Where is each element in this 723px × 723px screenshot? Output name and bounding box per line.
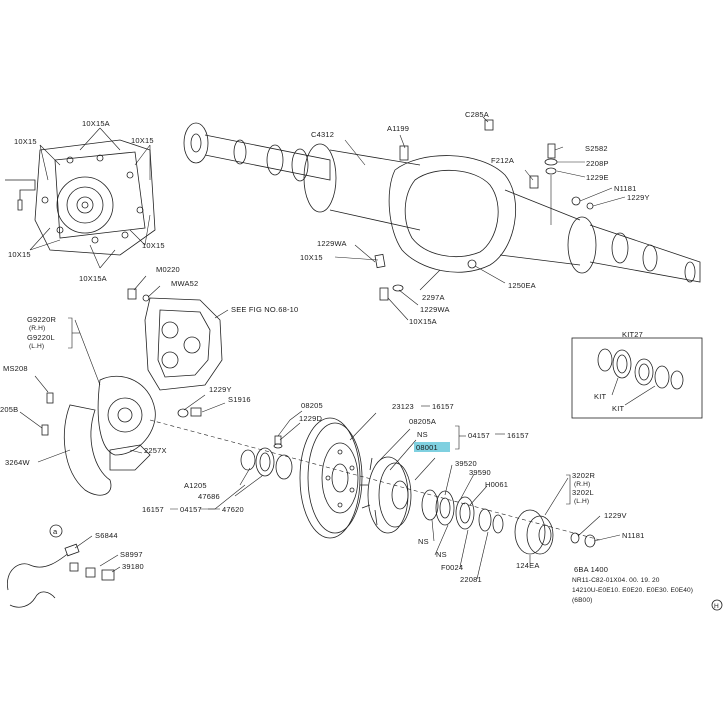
label-kit27: KIT27: [622, 330, 643, 339]
label-f212a: F212A: [491, 156, 514, 165]
note-line-2: 14210U-E0E10. E0E20. E0E30. E0E40): [572, 587, 693, 594]
label-3202l-lh: (L.H): [574, 498, 589, 505]
label-16157-a: 16157: [432, 402, 454, 411]
label-h0061: H0061: [485, 480, 508, 489]
label-1229wa-left: 1229WA: [317, 239, 347, 248]
label-16157-c: 16157: [142, 505, 164, 514]
label-m0220: M0220: [156, 265, 180, 274]
label-39590: 39590: [469, 468, 491, 477]
label-carrier-10x15-br: 10X15: [142, 241, 165, 250]
label-47686: 47686: [198, 492, 220, 501]
label-3202r: 3202R: [572, 471, 595, 480]
label-carrier-10x15a-bot: 10X15A: [79, 274, 107, 283]
label-carrier-10x15-bl: 10X15: [8, 250, 31, 259]
label-a1205: A1205: [184, 481, 207, 490]
label-04157-b: 04157: [180, 505, 202, 514]
corner-mark-label: H: [714, 603, 719, 610]
label-3202l: 3202L: [572, 488, 594, 497]
label-1229wa-bot: 1229WA: [420, 305, 450, 314]
label-6ba-1400: 6BA 1400: [574, 565, 608, 574]
label-mwa52: MWA52: [171, 279, 198, 288]
label-08001: 08001: [416, 443, 438, 452]
label-47620: 47620: [222, 505, 244, 514]
kit27-box: [571, 337, 703, 419]
label-1229d: 1229D: [299, 414, 322, 423]
label-c4312: C4312: [311, 130, 334, 139]
corner-mark-circle: [711, 599, 723, 611]
hub-rotor-bearings-drawing: [149, 410, 621, 580]
label-1229v: 1229V: [604, 511, 627, 520]
label-n1181-bot: N1181: [622, 531, 645, 540]
label-c285a: C285A: [465, 110, 489, 119]
differential-carrier-drawing: [5, 127, 156, 269]
label-group-04157: [455, 425, 505, 450]
label-s1916: S1916: [228, 395, 251, 404]
callout-circle-a: [49, 524, 63, 538]
label-2208p: 2208P: [586, 159, 609, 168]
note-line-1: NR11-C82-01X04. 00. 19. 20: [572, 577, 660, 584]
label-1250ea: 1250EA: [508, 281, 536, 290]
label-22081: 22081: [460, 575, 482, 584]
label-16157-b: 16157: [507, 431, 529, 440]
label-10x15-housing: 10X15: [300, 253, 323, 262]
label-g9220l-lh: (L.H): [29, 343, 44, 350]
label-s8997: S8997: [120, 550, 143, 559]
label-carrier-10x15-tl: 10X15: [14, 137, 37, 146]
label-ns-2: NS: [418, 537, 429, 546]
label-ns-3: NS: [436, 550, 447, 559]
label-carrier-10x15a-top: 10X15A: [82, 119, 110, 128]
label-124ea: 124EA: [516, 561, 540, 570]
label-ms208: MS208: [3, 364, 28, 373]
label-39180: 39180: [122, 562, 144, 571]
label-g9220r: G9220R: [27, 315, 57, 324]
label-n1181-top: N1181: [614, 184, 637, 193]
label-04157: 04157: [468, 431, 490, 440]
label-g9220r-rh: (R.H): [29, 325, 45, 332]
label-10x15a-housing: 10X15A: [409, 317, 437, 326]
label-s2582: S2582: [585, 144, 608, 153]
label-3202r-rh: (R.H): [574, 481, 590, 488]
label-g9220l: G9220L: [27, 333, 55, 342]
label-205b: 205B: [0, 405, 18, 414]
label-39520: 39520: [455, 459, 477, 468]
label-f0024: F0024: [441, 563, 463, 572]
axle-housing-drawing: [183, 116, 701, 321]
label-kit-a: KIT: [594, 392, 606, 401]
label-08205a: 08205A: [409, 417, 436, 426]
highlight-08001: [414, 442, 450, 452]
label-s6844: S6844: [95, 531, 118, 540]
label-2257x: 2257X: [144, 446, 167, 455]
label-2297a: 2297A: [422, 293, 445, 302]
label-23123: 23123: [392, 402, 414, 411]
label-ns-1: NS: [417, 430, 428, 439]
label-group-g9220: [68, 317, 80, 349]
label-1229y-top: 1229Y: [627, 193, 650, 202]
note-line-3: (6B00): [572, 597, 592, 604]
label-kit-b: KIT: [612, 404, 624, 413]
label-see-fig: SEE FIG NO.68-10: [231, 305, 298, 314]
label-a1199: A1199: [387, 124, 409, 133]
label-1229y-mid: 1229Y: [209, 385, 232, 394]
label-carrier-10x15-tr: 10X15: [131, 136, 154, 145]
label-08205: 08205: [301, 401, 323, 410]
caliper-and-backing-plate-drawing: [19, 275, 229, 496]
sensor-harness-drawing: [6, 524, 121, 608]
label-group-3202: [566, 474, 571, 505]
label-circle-a: a: [53, 527, 58, 536]
label-1229e-top: 1229E: [586, 173, 609, 182]
label-3264w: 3264W: [5, 458, 30, 467]
